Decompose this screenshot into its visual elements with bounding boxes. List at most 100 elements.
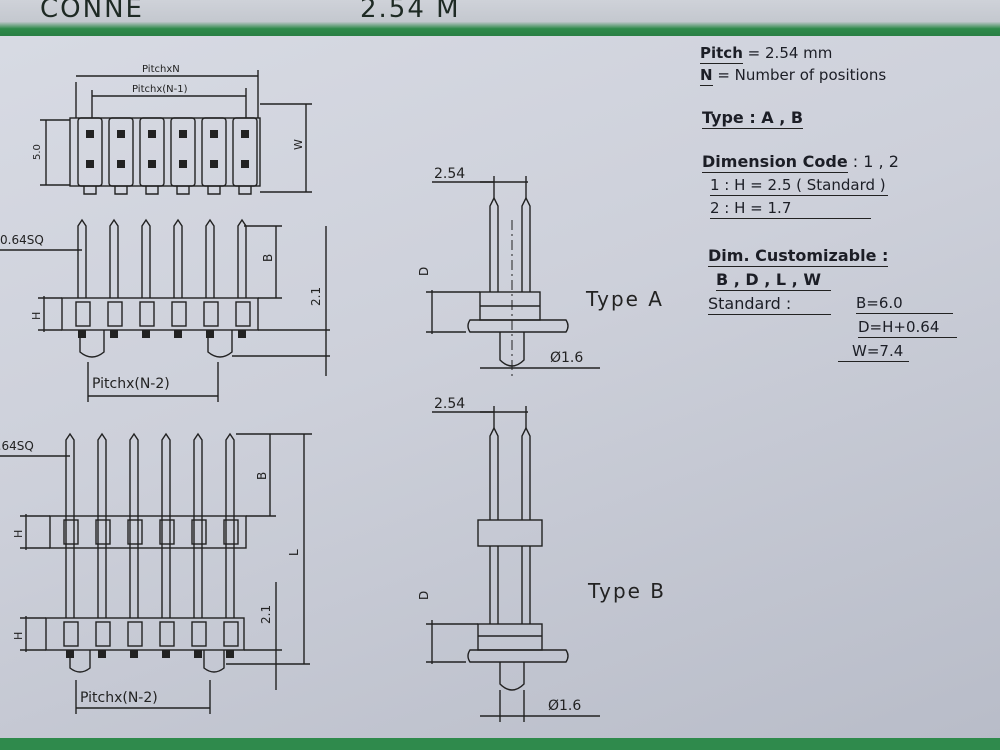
side-a-slot <box>139 301 155 327</box>
side-b-pin <box>65 432 75 618</box>
top-view-pin-square <box>210 160 218 168</box>
top-view-pin-square <box>241 160 249 168</box>
side-b-pin-tip <box>226 650 234 658</box>
side-b-post-left <box>69 650 91 673</box>
customizable-items: B , D , L , W <box>716 270 831 291</box>
type-spec: Type : A , B <box>702 108 804 129</box>
side-b-lower-slot <box>127 621 143 647</box>
header-subtitle-fragment: 2.54 M <box>360 0 461 24</box>
header-band <box>0 0 1000 36</box>
end-b-pin-left <box>489 426 499 520</box>
top-view-pin-tail <box>114 186 128 195</box>
side-b-lower-slot <box>95 621 111 647</box>
side-b-pin <box>129 432 139 618</box>
side-b-upper-slot <box>95 519 111 545</box>
end-a-type-label: Type A <box>585 287 664 311</box>
n-spec: N = Number of positions <box>700 66 886 86</box>
top-view-pin-square <box>241 130 249 138</box>
side-a-slots <box>75 301 251 338</box>
end-view-type-a: 2.54 D Ø1.6 Type A <box>417 166 664 376</box>
side-b-slots <box>63 519 239 658</box>
side-b-post-right <box>203 650 225 673</box>
side-b-lower-slot <box>159 621 175 647</box>
customizable-label: Dim. Customizable : <box>708 246 889 267</box>
dimension-code-1: 1 : H = 2.5 ( Standard ) <box>710 176 888 196</box>
pitch-n-label: PitchxN <box>142 64 180 75</box>
pitch-spec-label: Pitch <box>700 44 743 64</box>
end-b-diameter-label: Ø1.6 <box>548 698 581 714</box>
side-a-pin-tip <box>142 330 150 338</box>
side-b-upper-slot <box>127 519 143 545</box>
side-b-offset-label: 2.1 <box>259 605 273 624</box>
type-spec-label: Type <box>702 108 744 127</box>
side-a-slot <box>203 301 219 327</box>
footer-band <box>0 738 1000 750</box>
side-b-pins <box>65 432 235 618</box>
side-b-lower-slot <box>191 621 207 647</box>
side-view-type-b: 0.64SQ B L 2.1 H H <box>0 432 312 714</box>
side-a-post-left <box>79 330 105 358</box>
top-view-cell <box>232 117 258 187</box>
side-b-upper-housing <box>49 515 247 549</box>
dimension-code-spec: Dimension Code : 1 , 2 <box>702 152 899 173</box>
side-b-pin <box>225 432 235 618</box>
side-b-pin-tip <box>194 650 202 658</box>
side-a-h-label: H <box>30 312 43 320</box>
side-b-pin <box>97 432 107 618</box>
side-a-housing <box>61 297 259 331</box>
side-a-offset-label: 2.1 <box>309 287 323 306</box>
end-a-d-label: D <box>417 267 431 276</box>
side-b-h-top-label: H <box>12 530 25 538</box>
top-view-pin-square <box>117 130 125 138</box>
end-b-post <box>499 662 525 691</box>
end-a-pin-right <box>521 196 531 292</box>
side-a-slot <box>235 301 251 327</box>
top-view-pin-tail <box>176 186 190 195</box>
side-a-pitch-label: Pitchx(N-2) <box>92 376 170 392</box>
side-b-upper-slot <box>191 519 207 545</box>
top-view-cells <box>77 117 258 195</box>
side-b-pin <box>161 432 171 618</box>
dimension-code-label: Dimension Code <box>702 152 848 171</box>
header-title-fragment: CONNE <box>40 0 144 24</box>
dimension-code-value: : 1 , 2 <box>852 152 899 171</box>
side-a-pin-tip <box>78 330 86 338</box>
top-view-cell <box>108 117 134 187</box>
side-a-pin-tip <box>238 330 246 338</box>
standard-label: Standard : <box>708 294 792 313</box>
top-view-cell <box>139 117 165 187</box>
side-b-pitch-label: Pitchx(N-2) <box>80 690 158 706</box>
top-view-pin-tail <box>83 186 97 195</box>
top-view-pin-square <box>179 130 187 138</box>
end-a-pitch-label: 2.54 <box>434 166 465 182</box>
end-b-upper-housing <box>477 519 543 547</box>
top-view-cell <box>170 117 196 187</box>
end-b-flange <box>467 649 569 663</box>
side-a-slot <box>171 301 187 327</box>
side-a-post-right <box>207 330 233 358</box>
end-b-pitch-label: 2.54 <box>434 396 465 412</box>
top-view: PitchxN Pitchx(N-1) 5.0 W <box>32 64 312 195</box>
end-a-flange <box>467 319 569 333</box>
side-a-pin-tip <box>110 330 118 338</box>
end-a-pin-left <box>489 196 499 292</box>
side-b-b-label: B <box>255 472 269 480</box>
side-a-pin <box>205 218 215 298</box>
pitch-spec: Pitch = 2.54 mm <box>700 44 832 64</box>
top-view-pin-square <box>179 160 187 168</box>
side-a-pin-tip <box>206 330 214 338</box>
end-a-diameter-label: Ø1.6 <box>550 350 583 366</box>
side-a-pin <box>109 218 119 298</box>
type-spec-value: : A , B <box>749 108 804 127</box>
standard-row: Standard : <box>708 294 832 315</box>
side-b-upper-slot <box>63 519 79 545</box>
end-b-type-label: Type B <box>587 579 666 603</box>
side-view-type-a: 0.64SQ B 2.1 H Pitchx(N-2) <box>0 218 330 402</box>
side-b-pin <box>193 432 203 618</box>
side-b-lower-slot <box>63 621 79 647</box>
side-a-pin-sq-label: 0.64SQ <box>0 233 44 247</box>
top-view-cell <box>77 117 103 187</box>
top-view-pin-tail <box>207 186 221 195</box>
side-b-lower-housing <box>45 617 245 651</box>
